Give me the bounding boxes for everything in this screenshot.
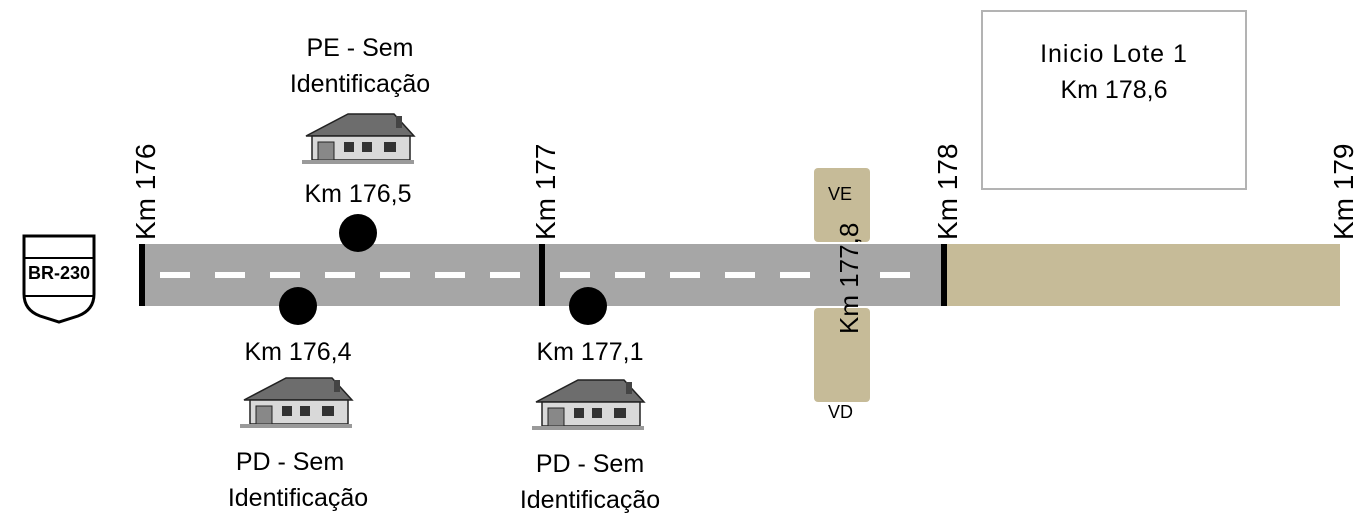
point-km: Km 177,1 — [536, 338, 644, 366]
point-marker — [279, 287, 317, 325]
point-line1: PD - Sem — [235, 448, 345, 476]
info-box-line2: Km 178,6 — [1060, 76, 1168, 104]
point-line1: PD - Sem — [535, 450, 645, 478]
crossing-bottom — [814, 308, 870, 402]
lane-dash — [670, 272, 700, 278]
lane-dash — [725, 272, 755, 278]
shield-label: BR-230 — [27, 263, 91, 283]
km-marker-178: Km 178 — [932, 143, 963, 241]
crossing-top-label: VE — [828, 184, 853, 204]
house-icon — [236, 372, 356, 432]
lane-dash — [615, 272, 645, 278]
crossing-top — [814, 168, 870, 242]
lane-dash — [215, 272, 245, 278]
km-tick — [941, 244, 947, 306]
lane-dash — [270, 272, 300, 278]
lane-dash — [160, 272, 190, 278]
lot-road-segment — [944, 244, 1340, 306]
crossing-km-label: Km 177,8 — [834, 222, 864, 334]
lane-dash — [490, 272, 520, 278]
house-icon — [528, 374, 648, 434]
point-marker — [569, 287, 607, 325]
point-line2: Identificação — [227, 484, 369, 512]
point-km: Km 176,5 — [304, 180, 412, 208]
lane-dash — [435, 272, 465, 278]
point-line1: PE - Sem — [306, 34, 414, 62]
km-marker-179: Km 179 — [1328, 143, 1359, 241]
lane-dash — [325, 272, 355, 278]
house-icon — [298, 108, 418, 168]
info-box-line1: Inicio Lote 1 — [1040, 40, 1188, 68]
lane-dash — [380, 272, 410, 278]
info-box: Inicio Lote 1 Km 178,6 — [981, 10, 1247, 190]
km-tick — [539, 244, 545, 306]
km-marker-176: Km 176 — [130, 143, 161, 241]
point-km: Km 176,4 — [244, 338, 352, 366]
br-230-shield-icon: BR-230 — [20, 232, 98, 324]
lane-dash — [880, 272, 910, 278]
crossing-bottom-label: VD — [828, 402, 854, 422]
km-marker-177: Km 177 — [530, 143, 561, 241]
point-line2: Identificação — [289, 70, 431, 98]
lane-dash — [560, 272, 590, 278]
lane-dash — [780, 272, 810, 278]
km-tick — [139, 244, 145, 306]
point-marker — [339, 214, 377, 252]
point-line2: Identificação — [519, 486, 661, 514]
